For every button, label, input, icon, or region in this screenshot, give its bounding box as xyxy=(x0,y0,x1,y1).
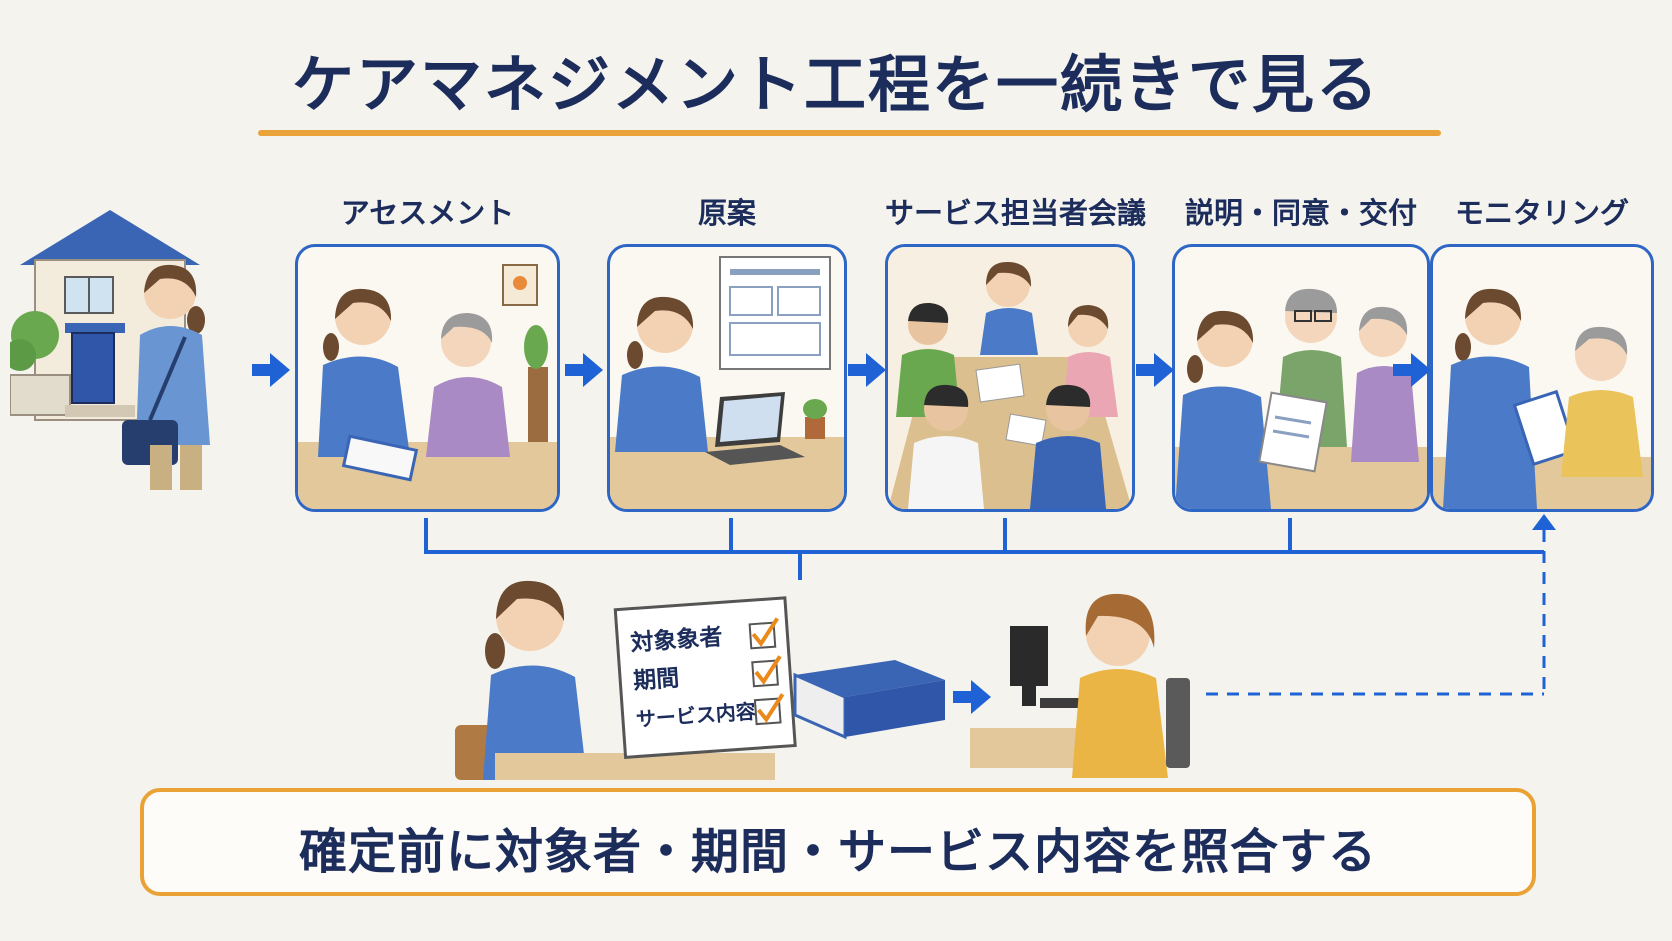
checklist-item-period: 期間 xyxy=(632,665,680,694)
panel-explanation-consent xyxy=(1172,244,1430,512)
system-entry-illustration xyxy=(970,593,1190,778)
title-underline xyxy=(258,130,1441,136)
panel-service-meeting xyxy=(885,244,1135,512)
arrow-right-icon xyxy=(1393,353,1431,387)
key-message-text: 確定前に対象者・期間・サービス内容を照合する xyxy=(298,824,1377,880)
home-visit-illustration xyxy=(10,210,210,490)
arrow-right-icon xyxy=(565,353,603,387)
panel-assessment xyxy=(295,244,560,512)
step-label-service-meeting: サービス担当者会議 xyxy=(885,196,1147,230)
arrow-right-icon xyxy=(252,353,290,387)
step-label-draft-plan: 原案 xyxy=(697,196,756,230)
step-label-explanation-consent: 説明・同意・交付 xyxy=(1184,196,1417,230)
step-label-assessment: アセスメント xyxy=(340,196,515,230)
step-label-monitoring: モニタリング xyxy=(1454,196,1629,230)
process-connector-lines xyxy=(424,514,1556,696)
arrow-right-icon xyxy=(953,680,991,714)
arrow-right-icon xyxy=(1136,353,1174,387)
panel-draft-plan xyxy=(607,244,847,512)
key-message-box: 確定前に対象者・期間・サービス内容を照合する xyxy=(140,788,1536,896)
checklist-verification-illustration: 対象象者 期間 サービス内容 xyxy=(455,580,945,780)
page-title: ケアマネジメント工程を一続きで見る xyxy=(291,48,1380,121)
panel-monitoring xyxy=(1430,244,1654,512)
checklist-item-subject: 対象象者 xyxy=(630,623,724,656)
arrow-right-icon xyxy=(848,353,886,387)
